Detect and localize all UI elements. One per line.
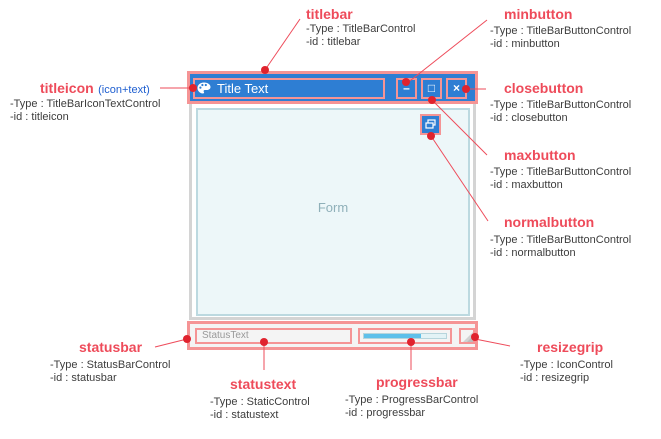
annotation-statustext: statustext xyxy=(230,376,296,392)
annotation-type: -Type : StatusBarControl xyxy=(50,359,171,371)
annotation-closebutton-details: -Type : TitleBarButtonControl -id : clos… xyxy=(490,99,631,125)
annotation-title: statusbar xyxy=(79,339,143,355)
leader-resizegrip xyxy=(474,338,511,347)
annotation-id: -id : statusbar xyxy=(50,372,117,384)
annotation-titleicon-details: -Type : TitleBarIconTextControl -id : ti… xyxy=(10,98,160,124)
annotation-titleicon: titleicon (icon+text) xyxy=(40,80,150,98)
annotation-title: resizegrip xyxy=(537,339,604,355)
annotation-title: minbutton xyxy=(504,6,573,22)
annotation-type: -Type : StaticControl xyxy=(210,396,310,408)
maximize-icon: □ xyxy=(427,81,436,95)
titleicon: Title Text xyxy=(193,78,385,99)
annotation-closebutton: closebutton xyxy=(504,80,583,96)
restore-icon xyxy=(425,119,436,129)
annotation-type: -Type : IconControl xyxy=(520,359,613,371)
annotation-progressbar-details: -Type : ProgressBarControl -id : progres… xyxy=(345,394,478,420)
minbutton[interactable]: – xyxy=(396,78,417,99)
annotation-type: -Type : TitleBarButtonControl xyxy=(490,166,632,178)
annotation-id: -id : titleicon xyxy=(10,111,69,123)
form-label: Form xyxy=(317,200,349,215)
closebutton[interactable]: × xyxy=(446,78,467,99)
annotation-title: titleicon xyxy=(40,80,94,96)
annotation-type: -Type : TitleBarButtonControl xyxy=(490,25,632,37)
annotation-id: -id : progressbar xyxy=(345,407,426,419)
annotation-id: -id : normalbutton xyxy=(490,247,576,259)
annotation-title: statustext xyxy=(230,376,297,392)
form-area xyxy=(196,108,470,316)
annotation-title: closebutton xyxy=(504,80,584,96)
annotation-type: -Type : TitleBarIconTextControl xyxy=(10,98,161,110)
annotation-type: -Type : TitleBarButtonControl xyxy=(490,234,632,246)
leader-titlebar xyxy=(264,18,301,71)
annotation-resizegrip-details: -Type : IconControl -id : resizegrip xyxy=(520,359,613,385)
annotation-id: -id : resizegrip xyxy=(520,372,590,384)
annotation-minbutton: minbutton xyxy=(504,6,572,22)
annotation-normalbutton: normalbutton xyxy=(504,214,594,230)
annotation-id: -id : closebutton xyxy=(490,112,568,124)
statustext: StatusText xyxy=(195,328,352,344)
progress-fill xyxy=(364,334,421,338)
annotation-title: normalbutton xyxy=(504,214,595,230)
annotation-titlebar: titlebar -Type : TitleBarControl -id : t… xyxy=(306,6,415,49)
annotation-statusbar: statusbar xyxy=(79,339,142,355)
annotation-title: titlebar xyxy=(306,6,353,22)
annotation-normalbutton-details: -Type : TitleBarButtonControl -id : norm… xyxy=(490,234,631,260)
annotation-id: -id : statustext xyxy=(210,409,279,421)
maxbutton[interactable]: □ xyxy=(421,78,442,99)
annotation-maxbutton: maxbutton xyxy=(504,147,576,163)
annotation-maxbutton-details: -Type : TitleBarButtonControl -id : maxb… xyxy=(490,166,631,192)
annotation-hint: (icon+text) xyxy=(98,84,150,96)
resize-grip-icon xyxy=(463,332,473,342)
annotation-minbutton-details: -Type : TitleBarButtonControl -id : minb… xyxy=(490,25,631,51)
title-text: Title Text xyxy=(217,81,269,96)
resizegrip[interactable] xyxy=(459,328,475,344)
close-icon: × xyxy=(452,81,460,95)
annotation-title: maxbutton xyxy=(504,147,576,163)
annotation-id: -id : maxbutton xyxy=(490,179,563,191)
annotation-statustext-details: -Type : StaticControl -id : statustext xyxy=(210,396,310,422)
annotation-title: progressbar xyxy=(376,374,458,390)
palette-icon xyxy=(197,82,211,94)
annotation-type: -Type : TitleBarButtonControl xyxy=(490,99,632,111)
minimize-icon: – xyxy=(403,81,410,95)
annotation-id: -id : titlebar xyxy=(306,36,361,48)
normalbutton[interactable] xyxy=(420,114,441,135)
annotation-type: -Type : TitleBarControl xyxy=(306,23,416,35)
annotation-resizegrip: resizegrip xyxy=(537,339,603,355)
annotation-id: -id : minbutton xyxy=(490,38,560,50)
annotation-type: -Type : ProgressBarControl xyxy=(345,394,479,406)
annotation-progressbar: progressbar xyxy=(376,374,458,390)
leader-statusbar xyxy=(154,338,188,348)
annotation-statusbar-details: -Type : StatusBarControl -id : statusbar xyxy=(50,359,170,385)
